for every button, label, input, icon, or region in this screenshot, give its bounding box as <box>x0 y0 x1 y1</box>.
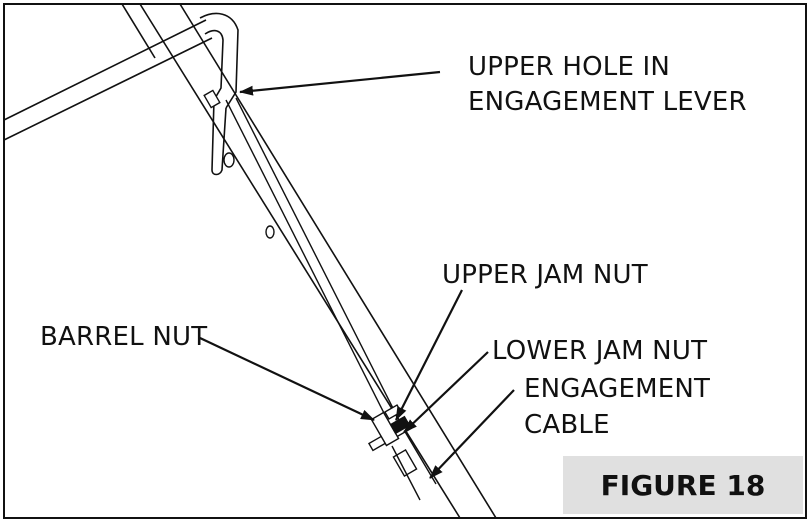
label-engagement-cable-line1: ENGAGEMENT <box>524 374 711 404</box>
callout-arrows <box>199 70 515 479</box>
label-upper-hole-line2: ENGAGEMENT LEVER <box>468 87 747 117</box>
arrow-upper-hole <box>239 70 441 96</box>
label-engagement-cable-line2: CABLE <box>524 410 610 440</box>
label-upper-jam-nut: UPPER JAM NUT <box>442 260 648 290</box>
arrow-upper-jam-nut <box>395 289 463 421</box>
arrow-lower-jam-nut <box>403 351 489 433</box>
nut-assembly <box>367 404 421 501</box>
figure-border <box>3 3 807 519</box>
label-lower-jam-nut: LOWER JAM NUT <box>492 336 708 366</box>
arrow-engagement-cable <box>429 389 515 479</box>
figure-caption-box: FIGURE 18 <box>563 456 803 514</box>
engagement-lever <box>199 12 239 176</box>
label-upper-hole-line1: UPPER HOLE IN <box>468 52 671 82</box>
figure-caption: FIGURE 18 <box>600 468 766 502</box>
arrow-barrel-nut <box>199 337 375 421</box>
label-barrel-nut: BARREL NUT <box>40 322 208 352</box>
tube-hole <box>265 225 275 239</box>
handle-tube <box>121 3 497 519</box>
crossbar <box>3 19 213 141</box>
